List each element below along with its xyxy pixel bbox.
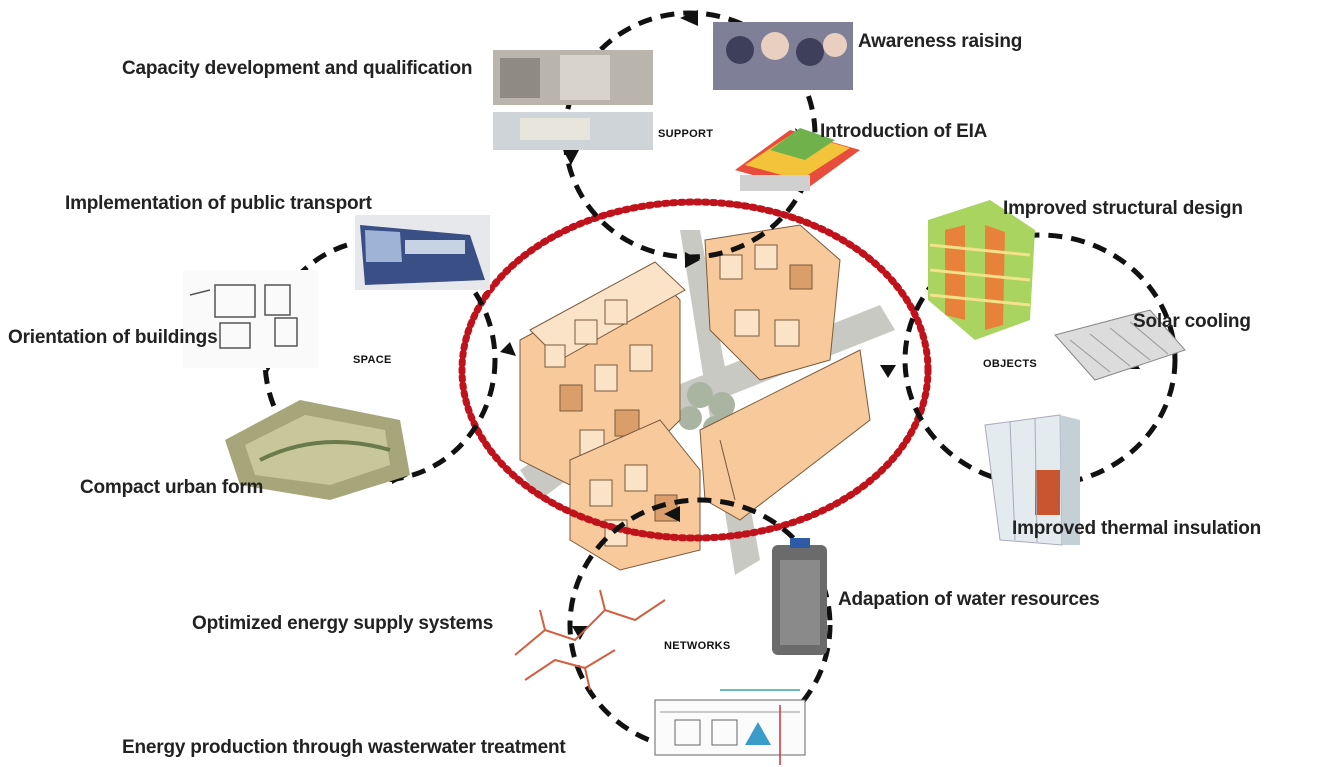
label-awareness-raising: Awareness raising — [858, 31, 1023, 52]
treatment-schematic — [654, 689, 806, 765]
arrow-icon — [664, 506, 680, 522]
water-tank — [772, 538, 827, 655]
category-networks: NETWORKS — [664, 640, 731, 652]
label-solar-cooling: Solar cooling — [1133, 311, 1251, 332]
category-objects: OBJECTS — [983, 358, 1038, 370]
pipe-network-map — [514, 589, 666, 691]
label-capacity-development: Capacity development and qualification — [122, 58, 473, 79]
category-support: SUPPORT — [658, 128, 714, 140]
solar-collector — [1054, 309, 1186, 381]
label-public-transport: Implementation of public transport — [65, 193, 372, 214]
networks-cycle — [567, 497, 833, 753]
students-photo — [713, 22, 853, 90]
label-water-resources: Adapation of water resources — [838, 589, 1100, 610]
glass-facade-panel — [984, 414, 1080, 546]
arrow-icon — [500, 342, 516, 356]
structural-frame-model — [928, 200, 1035, 340]
site-plan-sketch — [183, 270, 318, 368]
label-energy-supply: Optimized energy supply systems — [192, 613, 494, 634]
arrow-icon — [685, 252, 700, 268]
arrow-icon — [880, 365, 896, 378]
label-structural-design: Improved structural design — [1003, 198, 1243, 219]
label-compact-urban-form: Compact urban form — [80, 477, 264, 498]
arrow-icon — [563, 150, 579, 165]
tram-photo — [355, 215, 490, 290]
arrow-icon — [680, 10, 698, 26]
label-thermal-insulation: Improved thermal insulation — [1012, 518, 1262, 539]
urban-block-model — [519, 224, 895, 575]
eia-documents — [735, 128, 860, 191]
terrain-model — [225, 400, 410, 500]
label-orientation-buildings: Orientation of buildings — [8, 327, 218, 348]
classroom-photo — [493, 50, 653, 150]
label-introduction-eia: Introduction of EIA — [820, 121, 988, 142]
category-space: SPACE — [353, 354, 392, 366]
arrow-icon — [572, 626, 588, 640]
objects-cycle — [902, 232, 1178, 488]
center-ellipse — [458, 198, 932, 542]
label-energy-production: Energy production through wasterwater tr… — [122, 737, 566, 758]
